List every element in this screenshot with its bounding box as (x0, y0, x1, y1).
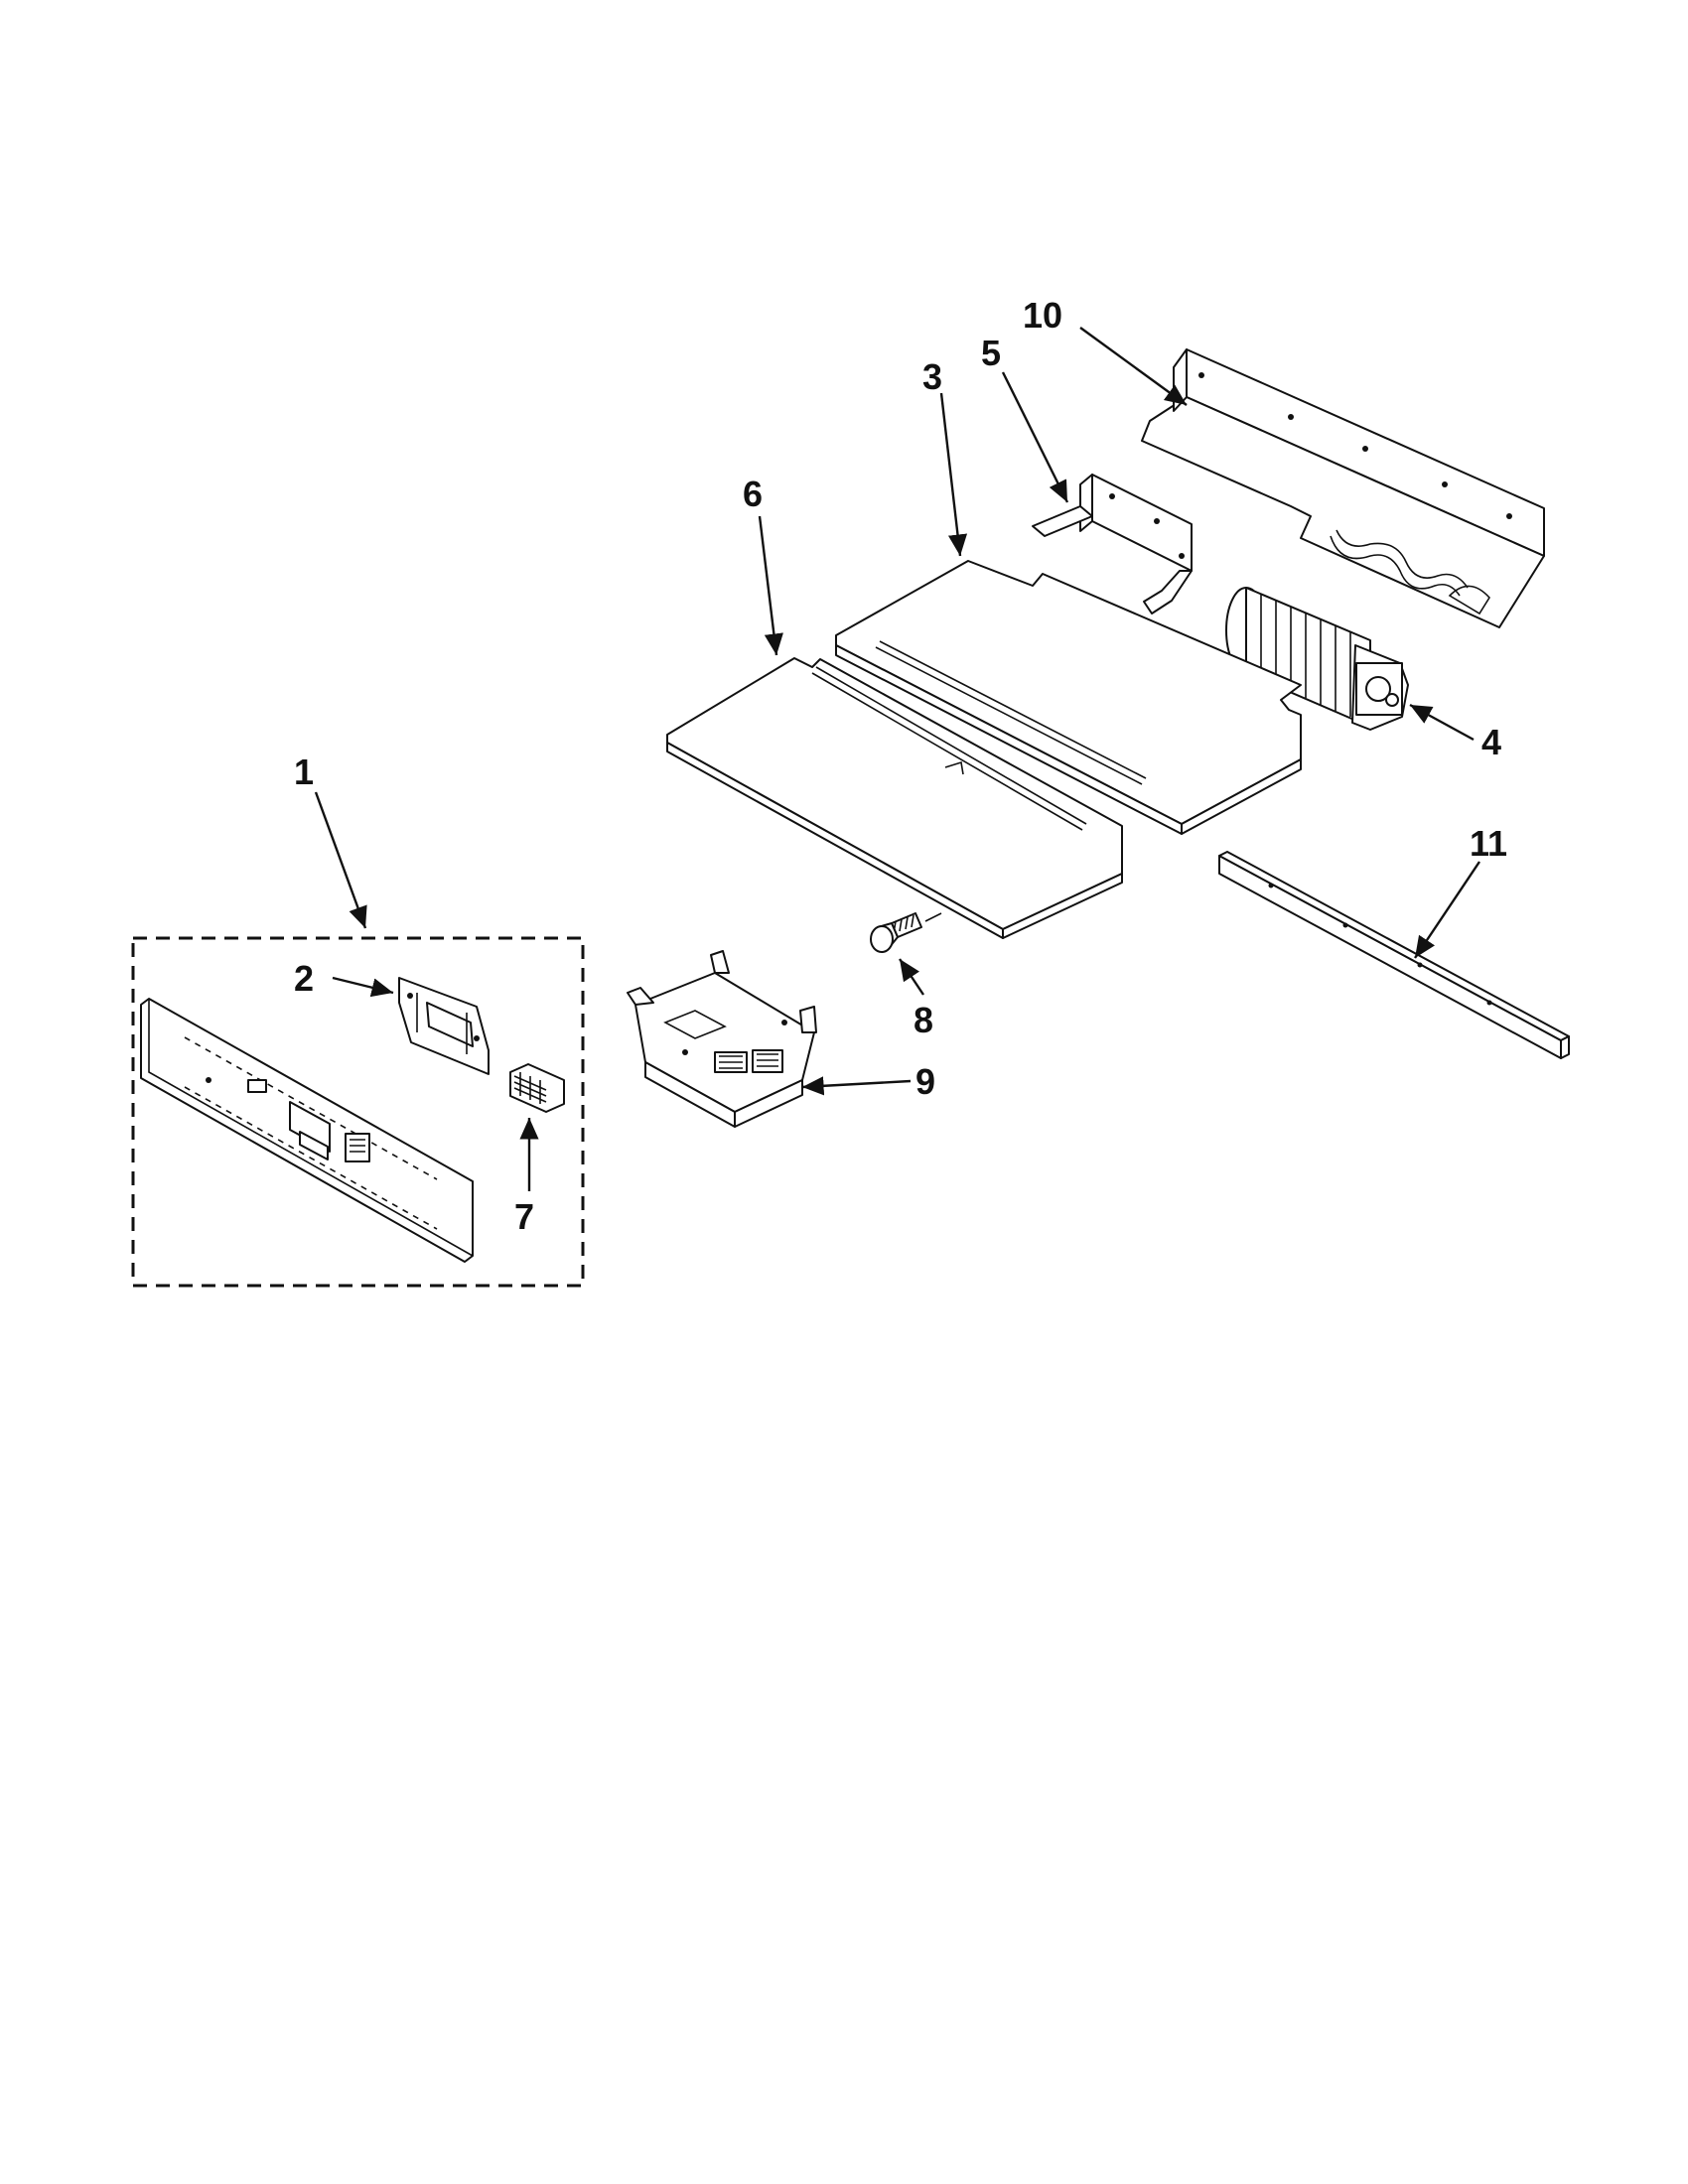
callout-9: 9 (915, 1061, 935, 1102)
part-6-front-panel (666, 657, 1123, 939)
part-7-keypad (509, 1063, 565, 1113)
callout-10: 10 (1023, 295, 1062, 336)
part-1-control-panel-assembly (131, 936, 585, 1288)
leader-4 (1409, 703, 1475, 742)
part-5-small-bracket (1032, 474, 1193, 614)
leader-3 (939, 392, 968, 557)
callout-1: 1 (294, 751, 314, 792)
leader-2 (332, 976, 394, 998)
leader-8 (899, 958, 924, 996)
leader-5 (1001, 371, 1069, 503)
leader-1 (314, 791, 367, 929)
callout-11: 11 (1470, 823, 1507, 864)
leader-10 (1079, 327, 1188, 406)
leader-6 (758, 515, 783, 656)
leader-9 (801, 1076, 912, 1096)
callout-8: 8 (914, 1000, 933, 1040)
callout-7: 7 (514, 1196, 534, 1237)
callout-numbers: 1 2 3 4 5 6 7 8 9 10 11 (294, 295, 1507, 1237)
callout-6: 6 (743, 474, 763, 514)
callout-4: 4 (1481, 722, 1501, 762)
part-2-display-bracket (398, 977, 490, 1075)
part-11-side-rail (1218, 851, 1570, 1059)
callout-3: 3 (922, 356, 942, 397)
callout-5: 5 (981, 333, 1001, 373)
callout-2: 2 (294, 958, 314, 999)
part-3-rear-panel (835, 560, 1302, 835)
part-8-screw (870, 912, 942, 953)
part-4-blower-fan (1225, 587, 1409, 731)
leader-11 (1414, 861, 1480, 959)
leader-lines (314, 327, 1480, 1191)
part-9-control-board (627, 950, 817, 1128)
part-10-mounting-bracket (1141, 348, 1545, 628)
